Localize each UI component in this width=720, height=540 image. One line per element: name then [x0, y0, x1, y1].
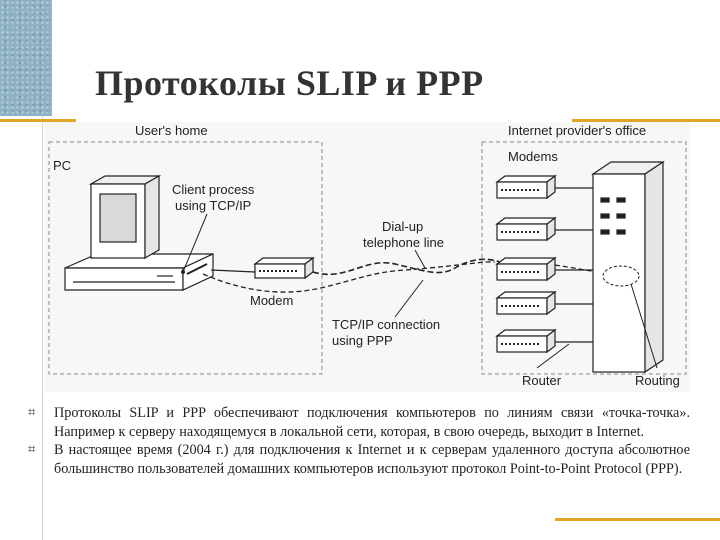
bullet-list: ⌗ Протоколы SLIP и PPP обеспечивают подк…: [28, 404, 690, 478]
modem-server-links: [555, 187, 593, 343]
tcpip-label-1: TCP/IP connection: [332, 317, 440, 332]
modem-label: Modem: [250, 293, 293, 308]
dialup-label-1: Dial-up: [382, 219, 423, 234]
dialup-label-2: telephone line: [363, 235, 444, 250]
dialup-telephone-line: [312, 258, 501, 276]
title-underline-left: [0, 119, 76, 122]
decorative-texture-band: [0, 0, 52, 116]
network-diagram: User's home Internet provider's office P…: [45, 122, 690, 392]
home-modem-icon: [253, 256, 315, 280]
bullet-item-1: ⌗ Протоколы SLIP и PPP обеспечивают подк…: [28, 404, 690, 441]
modems-label: Modems: [508, 149, 558, 164]
provider-modems: [495, 174, 557, 354]
routing-process-pointer: [630, 283, 658, 369]
bottom-accent-line: [555, 518, 720, 521]
provider-office-box: [481, 141, 687, 375]
router-label: Router: [522, 373, 562, 388]
hash-bullet-icon: ⌗: [28, 405, 36, 420]
dialup-label-pointer: [414, 249, 426, 269]
routing-process-ellipse: [602, 265, 640, 287]
router-label-pointer: [536, 343, 570, 369]
bullet-text-2: В настоящее время (2004 г.) для подключе…: [54, 442, 690, 477]
client-process-dot: [181, 270, 185, 274]
client-process-label-1: Client process: [172, 182, 255, 197]
client-process-pointer: [182, 213, 208, 273]
tcpip-label-pointer: [394, 279, 424, 318]
title-underline-right: [572, 119, 720, 122]
tcpip-label-2: using PPP: [332, 333, 393, 348]
provider-modem-2-icon: [495, 216, 557, 242]
left-divider-line: [42, 116, 43, 540]
bullet-item-2: ⌗ В настоящее время (2004 г.) для подклю…: [28, 441, 690, 478]
client-process-label-2: using TCP/IP: [175, 198, 251, 213]
provider-modem-4-icon: [495, 290, 557, 316]
hash-bullet-icon: ⌗: [28, 442, 36, 458]
provider-modem-3-icon: [495, 256, 557, 282]
pc-to-modem-cable: [210, 269, 256, 273]
provider-modem-5-icon: [495, 328, 557, 354]
provider-modem-1-icon: [495, 174, 557, 200]
routing-label-2: process: [635, 389, 681, 392]
slide-title: Протоколы SLIP и PPP: [95, 63, 484, 103]
pc-label: PC: [53, 158, 71, 173]
bullet-text-1: Протоколы SLIP и PPP обеспечивают подклю…: [54, 405, 690, 440]
tcpip-connection-line: [202, 261, 495, 293]
users-home-box: [48, 141, 323, 375]
pc-computer-icon: [64, 174, 214, 291]
routing-label-1: Routing: [635, 373, 680, 388]
provider-office-label: Internet provider's office: [508, 123, 646, 138]
users-home-label: User's home: [135, 123, 208, 138]
